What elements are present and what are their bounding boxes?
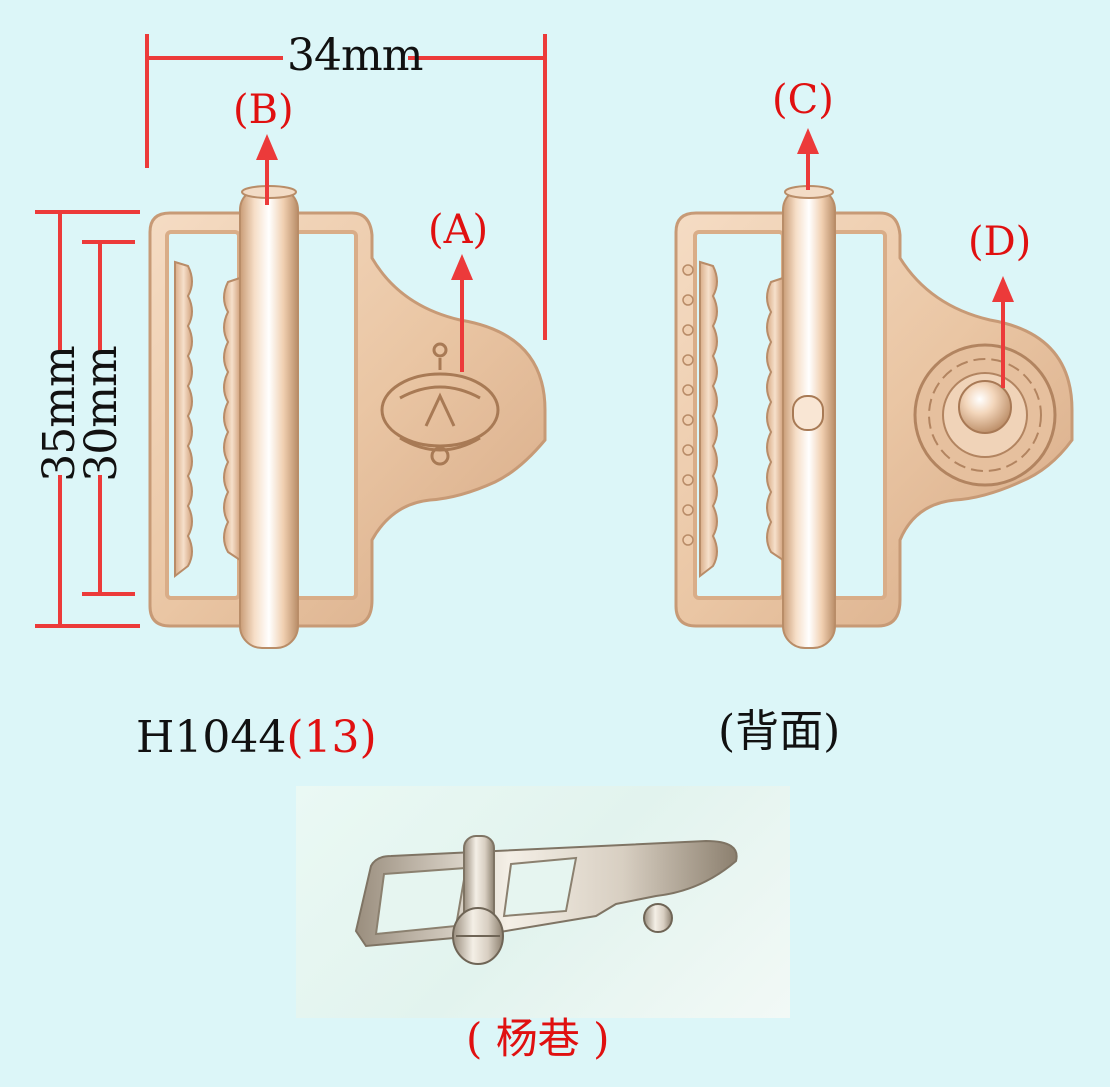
callout-arrows — [256, 128, 1014, 388]
dimension-lines — [35, 34, 547, 628]
callout-label-c: (C) — [772, 77, 834, 123]
callout-label-d: (D) — [968, 219, 1032, 265]
inner-height-dimension-label: 30mm — [76, 346, 127, 482]
side-view-photo — [296, 786, 790, 1018]
model-number: H1044 — [136, 712, 287, 763]
flower-rivet-icon — [913, 343, 1057, 487]
side-view-buckle — [354, 835, 738, 965]
front-buckle — [148, 185, 547, 649]
back-view-caption: (背面) — [718, 706, 841, 757]
back-buckle — [674, 185, 1074, 649]
callout-label-a: (A) — [428, 207, 489, 253]
crown-emblem-icon — [380, 342, 500, 466]
dot-row — [682, 264, 694, 546]
model-variant: (13) — [286, 712, 377, 763]
width-dimension-label: 34mm — [287, 30, 423, 81]
model-number-caption: H1044(13) — [136, 716, 377, 760]
side-view-caption: ( 杨巷 ) — [466, 1014, 610, 1063]
callout-label-b: (B) — [233, 87, 294, 133]
